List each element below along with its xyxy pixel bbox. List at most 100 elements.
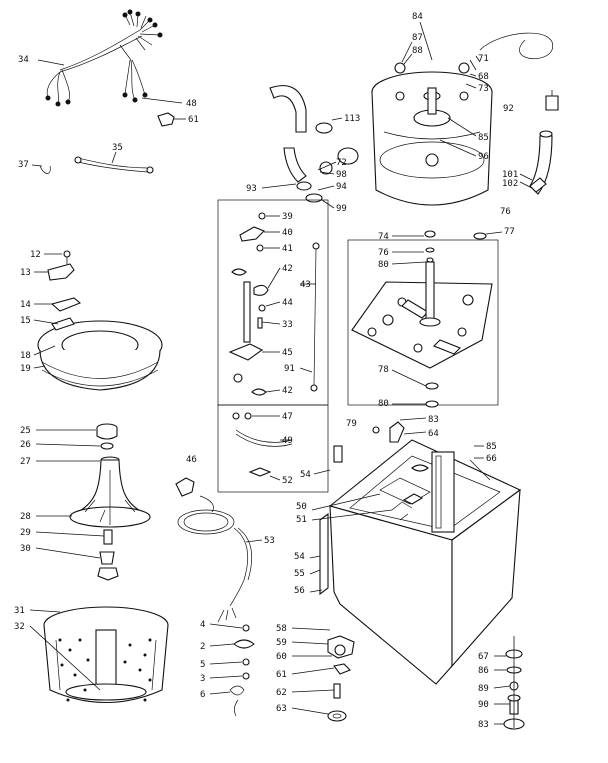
- label-83-top: 83: [428, 415, 439, 425]
- label-80-bottom: 80: [378, 399, 389, 409]
- label-74: 74: [378, 232, 389, 242]
- label-47: 47: [282, 412, 293, 422]
- label-29: 29: [20, 528, 31, 538]
- clip-61: [157, 112, 186, 127]
- label-31: 31: [14, 606, 25, 616]
- label-37: 37: [18, 160, 29, 170]
- label-18: 18: [20, 351, 31, 361]
- label-40: 40: [282, 228, 293, 238]
- label-63: 63: [276, 704, 287, 714]
- label-49: 49: [282, 436, 293, 446]
- label-33: 33: [282, 320, 293, 330]
- label-12: 12: [30, 250, 41, 260]
- label-39: 39: [282, 212, 293, 222]
- tub-ring-18: [33, 317, 163, 391]
- label-4: 4: [200, 620, 205, 630]
- suspension-parts: [228, 212, 320, 481]
- label-41: 41: [282, 244, 293, 254]
- screw-12: [44, 250, 71, 264]
- label-80-top: 80: [378, 260, 389, 270]
- label-53: 53: [264, 536, 275, 546]
- label-28: 28: [20, 512, 31, 522]
- label-25: 25: [20, 426, 31, 436]
- label-50: 50: [296, 502, 307, 512]
- inlet-hose: [175, 477, 263, 623]
- label-68: 68: [478, 72, 489, 82]
- pump-assembly: [291, 627, 355, 722]
- label-83-bottom: 83: [478, 720, 489, 730]
- label-52: 52: [282, 476, 293, 486]
- suspension-frame: [217, 199, 329, 406]
- label-48: 48: [186, 99, 197, 109]
- label-55: 55: [294, 569, 305, 579]
- gasket-14: [34, 297, 82, 312]
- cabinet: [309, 417, 522, 685]
- agitator-drive-parts: [35, 515, 119, 581]
- label-34: 34: [18, 55, 29, 65]
- label-51: 51: [296, 515, 307, 525]
- label-113: 113: [344, 114, 360, 124]
- label-56: 56: [294, 586, 305, 596]
- bracket-13: [34, 263, 75, 281]
- label-87: 87: [412, 33, 423, 43]
- label-58: 58: [276, 624, 287, 634]
- label-6: 6: [200, 690, 205, 700]
- label-72: 72: [336, 158, 347, 168]
- label-30: 30: [20, 544, 31, 554]
- label-42-bottom: 42: [282, 386, 293, 396]
- outer-tub: [371, 21, 493, 206]
- label-60: 60: [276, 652, 287, 662]
- label-45: 45: [282, 348, 293, 358]
- wire-35: [74, 151, 154, 174]
- label-3: 3: [200, 674, 205, 684]
- label-102: 102: [502, 179, 518, 189]
- label-89: 89: [478, 684, 489, 694]
- label-94: 94: [336, 182, 347, 192]
- label-27: 27: [20, 457, 31, 467]
- label-98: 98: [336, 170, 347, 180]
- label-88: 88: [412, 46, 423, 56]
- label-86: 86: [478, 666, 489, 676]
- label-59: 59: [276, 638, 287, 648]
- agitator-27: [36, 456, 151, 528]
- label-73: 73: [478, 84, 489, 94]
- label-85: 85: [478, 133, 489, 143]
- label-92: 92: [503, 104, 514, 114]
- label-67: 67: [478, 652, 489, 662]
- label-19: 19: [20, 364, 31, 374]
- label-66: 66: [486, 454, 497, 464]
- label-64: 64: [428, 429, 439, 439]
- label-71: 71: [478, 54, 489, 64]
- label-26: 26: [20, 440, 31, 450]
- label-76-mid: 76: [378, 248, 389, 258]
- label-77: 77: [504, 227, 515, 237]
- label-14: 14: [20, 300, 31, 310]
- wash-basket: [29, 606, 169, 703]
- label-84: 84: [412, 12, 423, 22]
- label-2: 2: [200, 642, 205, 652]
- label-93: 93: [246, 184, 257, 194]
- label-96: 96: [478, 152, 489, 162]
- agitator-cap: [35, 423, 118, 450]
- label-15: 15: [20, 316, 31, 326]
- label-90: 90: [478, 700, 489, 710]
- label-35: 35: [112, 143, 123, 153]
- label-61-pump: 61: [276, 670, 287, 680]
- label-79: 79: [346, 419, 357, 429]
- label-54-mid: 54: [294, 552, 305, 562]
- label-44: 44: [282, 298, 293, 308]
- callout-labels: 34 48 61 35 37 12 13 14 15 18 19 25 26 2…: [14, 12, 518, 730]
- hose-101-spring: [475, 32, 559, 195]
- label-91: 91: [284, 364, 295, 374]
- label-54-top: 54: [300, 470, 311, 480]
- wire-harness: [37, 9, 183, 107]
- valve-parts: [209, 623, 255, 717]
- transmission-frame: [347, 239, 499, 406]
- wire-37: [31, 164, 51, 174]
- transmission: [351, 230, 503, 408]
- label-85-side: 85: [486, 442, 497, 452]
- label-76-top: 76: [500, 207, 511, 217]
- switch-frame: [217, 404, 329, 493]
